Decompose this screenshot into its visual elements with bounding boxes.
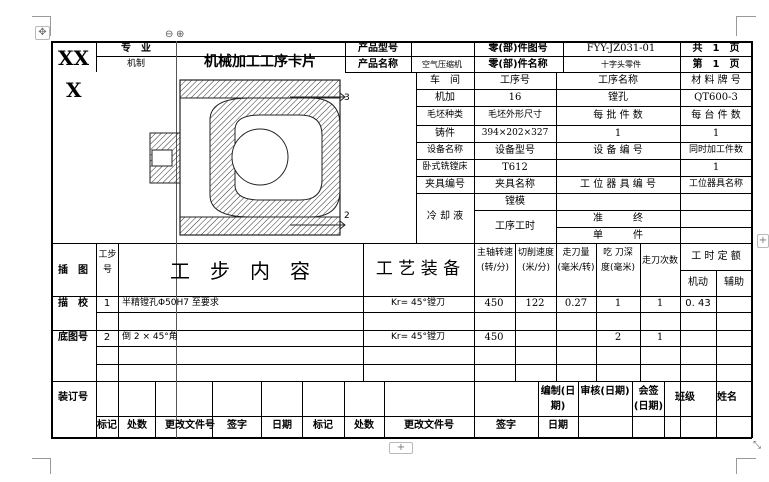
plot-label: 插 图: [58, 265, 88, 276]
compile-date-label: 编制(日期): [540, 386, 576, 412]
doc-title-x: X: [66, 78, 82, 102]
zoom-minus-icon[interactable]: ⊖: [165, 29, 174, 40]
zoom-plus-icon[interactable]: ⊕: [176, 29, 185, 40]
machine-time-header: 机动: [688, 277, 708, 288]
base-drawing-label: 底图号: [58, 332, 88, 343]
cut-depth-header: 吃 刀深 度(毫米): [600, 248, 636, 273]
feed-header: 走刀量(毫米/转): [557, 248, 595, 273]
drawing-label-2: 2: [344, 211, 350, 221]
doc-title-xx: XX: [58, 46, 90, 70]
equipment-header: 工 艺 装 备: [375, 259, 461, 279]
spindle-speed-header: 主轴转速(转/分): [476, 248, 513, 273]
card-title: 机械加工工序卡片: [204, 54, 316, 70]
time-quota-header: 工 时 定 额: [691, 251, 741, 262]
add-column-button[interactable]: +: [757, 234, 769, 248]
part-drawing-no-label: 零(部)件图号: [488, 43, 548, 54]
step-no-header: 工步号: [98, 250, 117, 275]
crop-mark: [50, 458, 51, 474]
product-model-label: 产品型号: [358, 43, 398, 54]
aux-time-header: 辅助: [724, 277, 744, 288]
level-label: 班级: [675, 392, 695, 403]
part-drawing-no-value: FYY-JZ031-01: [586, 43, 656, 54]
crop-mark: [32, 458, 50, 459]
cutting-speed-header: 切削速度(米/分): [517, 248, 554, 273]
part-drawing: [149, 79, 346, 236]
crop-mark: [736, 16, 737, 36]
binding-label: 装订号: [58, 392, 88, 403]
specialty-label: 专 业: [121, 43, 151, 54]
part-name-value: 十字头零件: [601, 60, 641, 69]
table-move-handle[interactable]: ✥: [35, 26, 50, 40]
drawing-label-3: 3: [344, 93, 350, 103]
total-pages: 共 1 页: [692, 43, 740, 54]
add-row-button[interactable]: +: [389, 442, 413, 454]
part-name-label: 零(部)件名称: [488, 59, 548, 70]
crop-mark: [32, 16, 50, 17]
resize-corner-icon[interactable]: ⤡: [753, 440, 761, 451]
specialty-value: 机制: [126, 59, 146, 69]
crop-mark: [736, 458, 737, 474]
countersign-date-label: 会签(日期): [633, 386, 664, 412]
name-label: 姓名: [717, 392, 737, 403]
product-name-value: 空气压缩机: [422, 60, 462, 69]
step-content-header: 工 步 内 容: [170, 259, 310, 283]
review-date-label: 审核(日期): [580, 386, 630, 397]
page-number: 第 1 页: [692, 59, 740, 70]
product-name-label: 产品名称: [358, 59, 398, 70]
trace-label: 描 校: [58, 298, 88, 309]
crop-mark: [736, 16, 756, 17]
crop-mark: [736, 458, 756, 459]
passes-header: 走刀次数: [642, 256, 679, 266]
crop-mark: [50, 16, 51, 36]
